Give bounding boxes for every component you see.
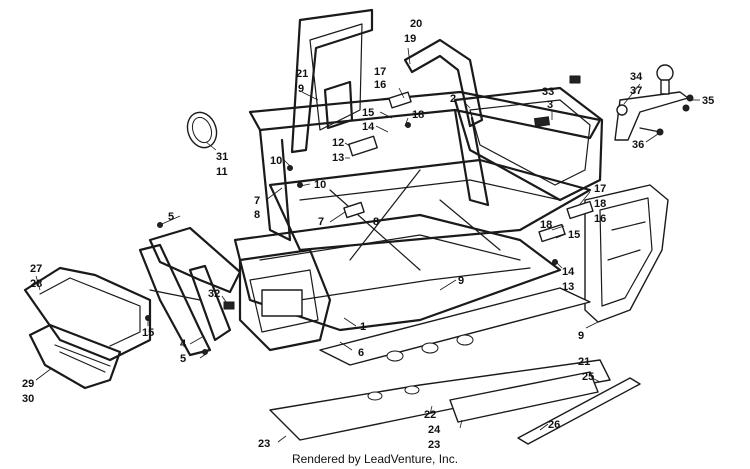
- callout-31: 31: [216, 151, 228, 163]
- callout-3: 3: [547, 99, 553, 111]
- right-side-panel: [584, 184, 669, 323]
- callout-32: 32: [208, 288, 220, 300]
- hardware-brackets: [145, 75, 594, 355]
- callout-13-b: 13: [562, 281, 574, 293]
- callout-9-c: 9: [578, 330, 584, 342]
- front-bracket-assembly: [138, 226, 242, 357]
- callout-15: 15: [362, 107, 374, 119]
- callout-16: 16: [374, 79, 386, 91]
- main-frame: [233, 8, 604, 352]
- callout-17-b: 17: [594, 183, 606, 195]
- callout-15-c: 15: [142, 327, 154, 339]
- callout-27: 27: [30, 263, 42, 275]
- callout-26: 26: [548, 419, 560, 431]
- callout-14: 14: [362, 121, 375, 133]
- callout-20: 20: [410, 18, 422, 30]
- callout-28: 28: [30, 278, 42, 290]
- floor-panel: [269, 287, 611, 441]
- callout-8-b: 8: [373, 216, 379, 228]
- callout-34: 34: [630, 71, 643, 83]
- callout-17: 17: [374, 66, 386, 78]
- callout-33: 33: [542, 86, 554, 98]
- callout-5-b: 5: [180, 353, 186, 365]
- callout-19: 19: [404, 33, 416, 45]
- callout-9-b: 9: [458, 275, 464, 287]
- callout-2: 2: [450, 93, 456, 105]
- leader-lines: [35, 47, 700, 443]
- callout-29: 29: [22, 378, 34, 390]
- callout-7: 7: [254, 195, 260, 207]
- callout-9: 9: [298, 83, 304, 95]
- callout-4: 4: [180, 338, 187, 350]
- callout-7-b: 7: [318, 216, 324, 228]
- callout-18-c: 18: [540, 219, 552, 231]
- callout-labels: 20 19 17 16 21 9 2 33 3 34 37 35 15 14 1…: [22, 18, 714, 451]
- callout-13: 13: [332, 152, 344, 164]
- callout-21: 21: [296, 68, 308, 80]
- callout-10-b: 10: [314, 179, 326, 191]
- callout-23-b: 23: [428, 439, 440, 451]
- callout-37: 37: [630, 85, 642, 97]
- callout-21-b: 21: [578, 356, 590, 368]
- callout-8: 8: [254, 209, 260, 221]
- skid-plate: [449, 371, 599, 423]
- callout-18: 18: [412, 109, 424, 121]
- front-bumper: [23, 266, 152, 390]
- callout-23: 23: [258, 438, 270, 450]
- callout-1: 1: [360, 321, 366, 333]
- callout-11: 11: [216, 166, 228, 178]
- callout-25: 25: [582, 371, 594, 383]
- callout-18-b: 18: [594, 198, 606, 210]
- callout-30: 30: [22, 393, 34, 405]
- callout-6: 6: [358, 347, 364, 359]
- callout-10: 10: [270, 155, 282, 167]
- hitch-receiver: [614, 64, 694, 141]
- callout-12: 12: [332, 137, 344, 149]
- latch-strap: [186, 111, 218, 149]
- callout-24: 24: [428, 424, 441, 436]
- callout-16-b: 16: [594, 213, 606, 225]
- callout-36: 36: [632, 139, 644, 151]
- callout-35: 35: [702, 95, 714, 107]
- callout-5: 5: [168, 211, 174, 223]
- callout-22: 22: [424, 409, 436, 421]
- callout-15-b: 15: [568, 229, 580, 241]
- callout-14-b: 14: [562, 266, 575, 278]
- render-credit: Rendered by LeadVenture, Inc.: [291, 452, 459, 466]
- rocker-strip: [517, 377, 641, 445]
